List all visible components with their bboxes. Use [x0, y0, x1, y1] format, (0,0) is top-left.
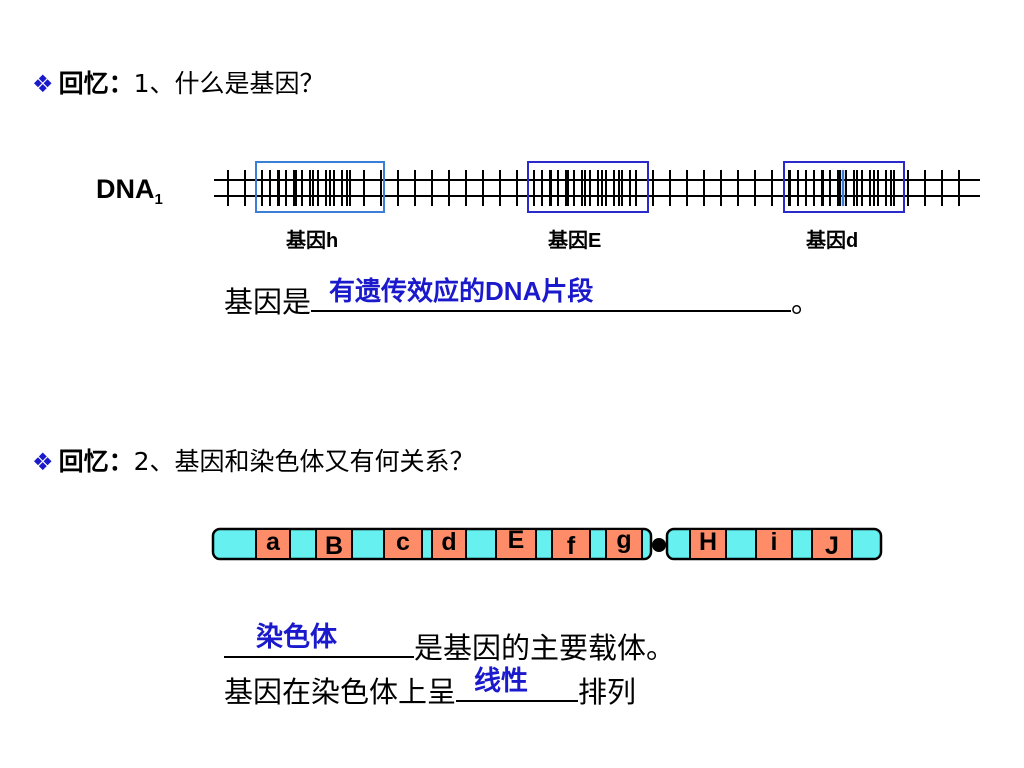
gene-label-d: 基因d	[806, 230, 859, 252]
dna-strand-diagram	[214, 161, 980, 213]
question-1-text: 1、什么是基因？	[133, 69, 325, 98]
gene-segment-a	[255, 528, 291, 560]
question-2: ❖ 回忆：2、基因和染色体又有何关系？	[32, 442, 475, 478]
question-2-text: 2、基因和染色体又有何关系？	[133, 447, 475, 476]
gene-box-e	[527, 161, 649, 213]
gene-segment-E	[495, 528, 537, 560]
dna-label-main: DNA	[96, 174, 155, 204]
gene-box-h	[255, 161, 385, 213]
gene-segment-c	[383, 528, 423, 560]
gene-letter-J: J	[825, 532, 839, 560]
gene-segment-B	[315, 528, 353, 560]
diamond-bullet-icon: ❖	[32, 448, 54, 476]
relation-1-tail: 是基因的主要载体。	[414, 631, 676, 665]
gene-segment-d	[431, 528, 467, 560]
question-1: ❖ 回忆：1、什么是基因？	[32, 64, 325, 100]
gene-label-h: 基因h	[286, 230, 339, 252]
relation-2-lead: 基因在染色体上呈	[224, 675, 457, 709]
dna-ticks	[227, 170, 960, 206]
gene-letter-c: c	[396, 528, 410, 556]
relation-2: 基因在染色体上呈线性 排列	[224, 666, 636, 711]
gene-letter-B: B	[325, 532, 343, 560]
gene-segment-H	[689, 528, 727, 560]
question-1-prefix: 回忆：	[58, 69, 134, 98]
gene-letter-a: a	[266, 528, 281, 556]
gene-letter-H: H	[699, 528, 717, 556]
gene-letter-i: i	[771, 528, 778, 556]
gene-letter-g: g	[616, 526, 631, 554]
relation-1: 染色体 是基因的主要载体。	[224, 622, 675, 667]
relation-2-answer: 线性	[474, 666, 529, 696]
relation-1-blank: 染色体	[224, 622, 414, 658]
dna-label: DNA1	[96, 174, 163, 208]
gene-letter-d: d	[441, 528, 456, 556]
gene-boxes	[255, 161, 905, 213]
definition-blank: 有遗传效应的DNA片段	[311, 276, 792, 312]
gene-segment-i	[755, 528, 793, 560]
definition-lead: 基因是	[224, 285, 312, 319]
relation-2-blank: 线性	[456, 666, 579, 702]
relation-2-tail: 排列	[578, 675, 637, 709]
gene-letter-E: E	[508, 526, 525, 554]
gene-segment-g	[605, 528, 643, 560]
gene-box-d	[783, 161, 905, 213]
gene-letter-f: f	[567, 532, 576, 560]
gene-label-e: 基因E	[548, 230, 602, 252]
relation-1-answer: 染色体	[256, 622, 337, 652]
gene-definition: 基因是有遗传效应的DNA片段 。	[224, 276, 820, 321]
gene-segment-J	[811, 528, 853, 560]
centromere	[652, 538, 666, 552]
question-2-prefix: 回忆：	[58, 447, 134, 476]
diamond-bullet-icon: ❖	[32, 70, 54, 98]
definition-answer: 有遗传效应的DNA片段	[329, 276, 594, 306]
definition-tail: 。	[791, 285, 821, 319]
gene-segment-f	[551, 528, 591, 560]
dna-label-sub: 1	[154, 191, 163, 208]
